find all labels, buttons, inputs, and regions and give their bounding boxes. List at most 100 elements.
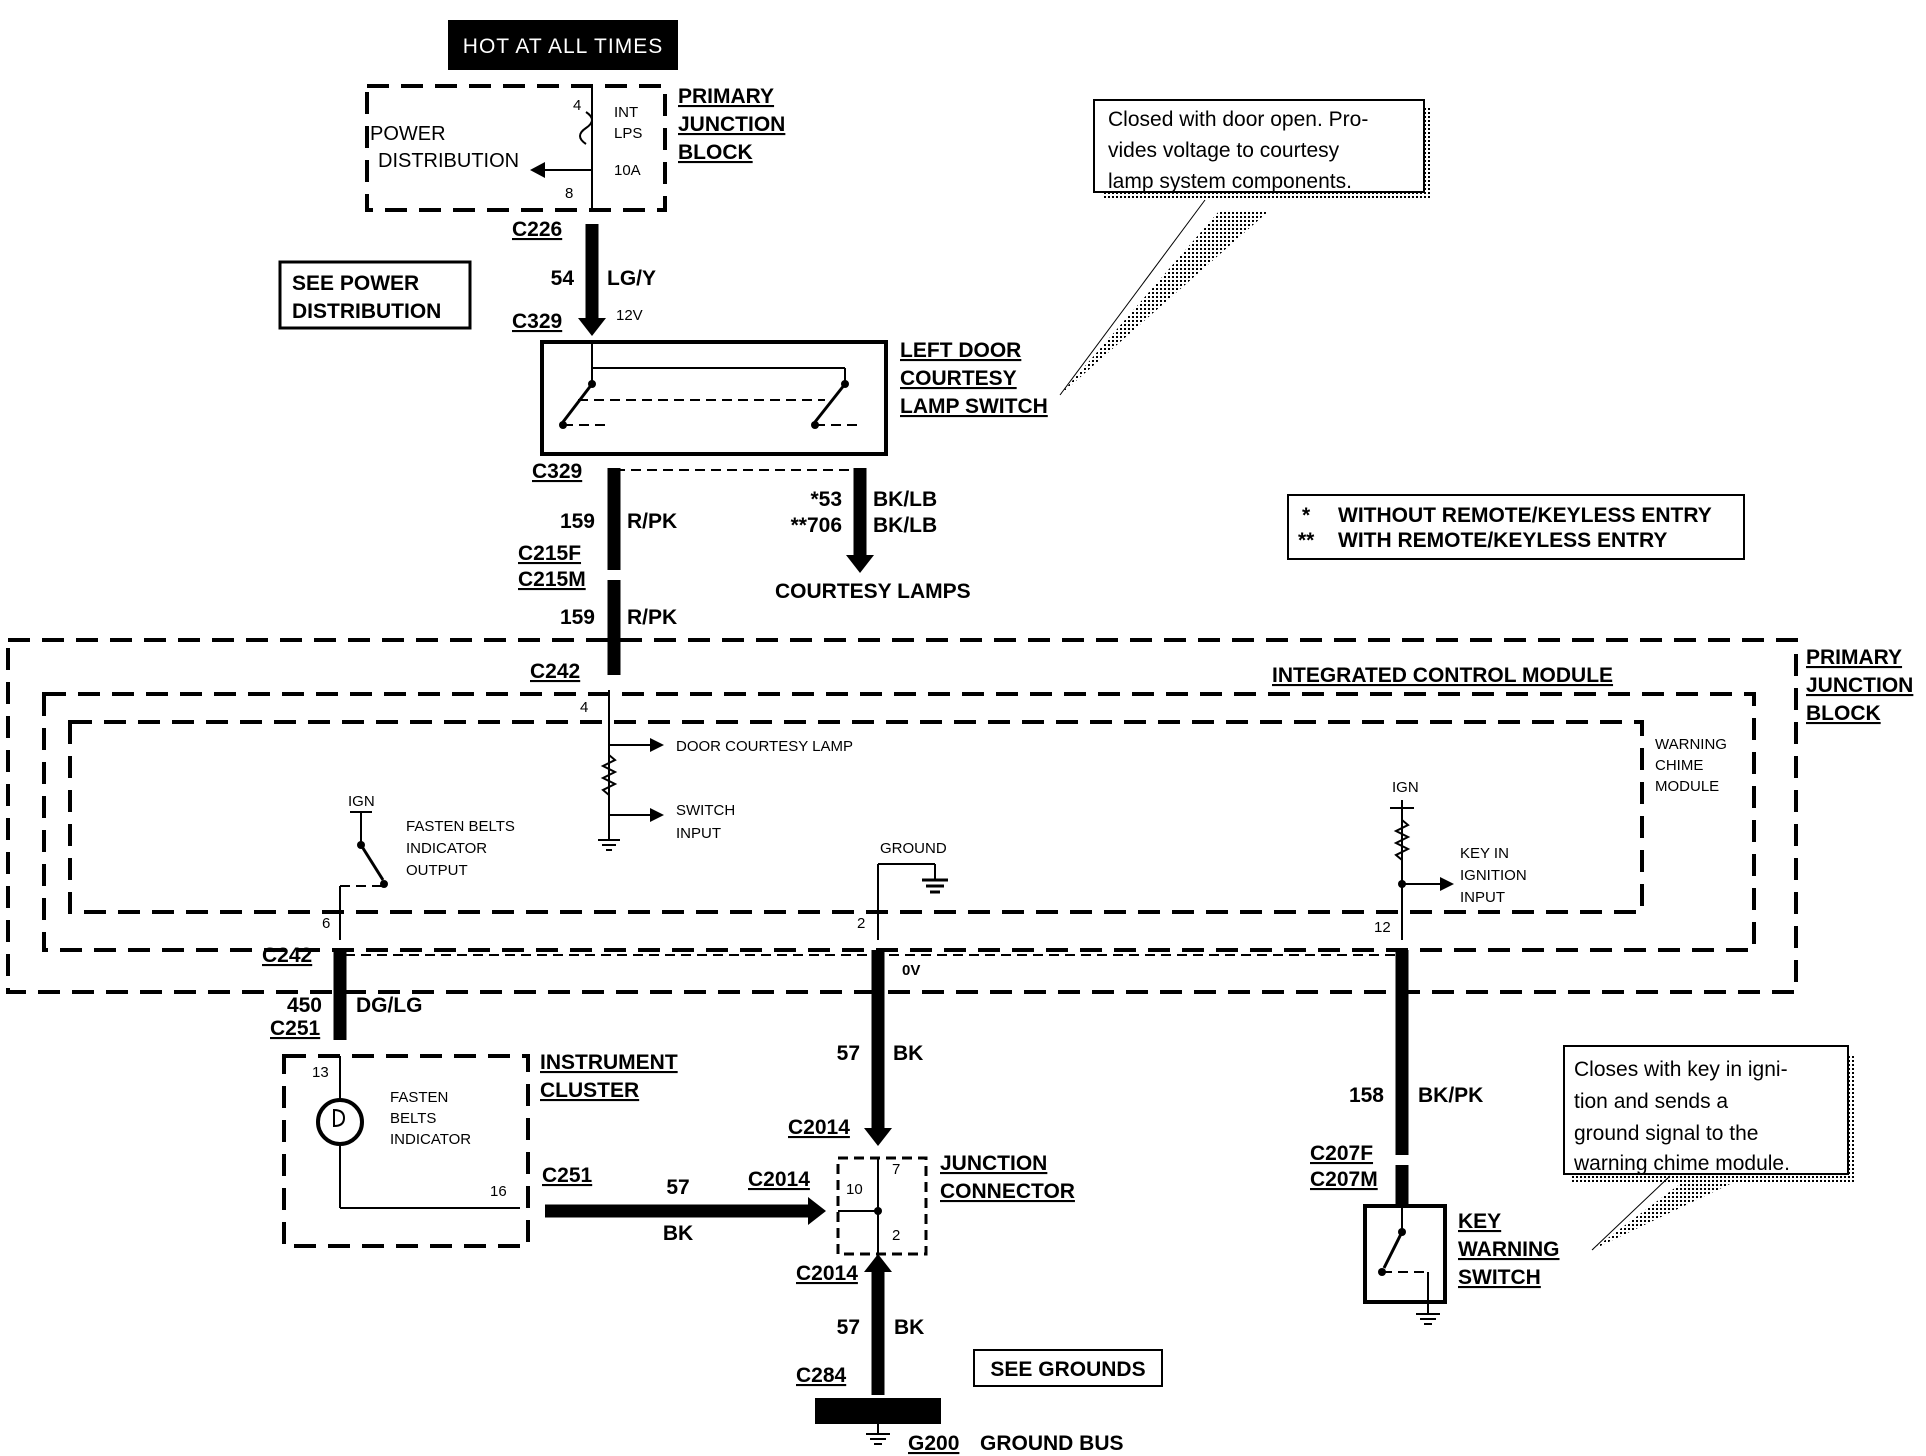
svg-text:*: *	[1302, 504, 1311, 527]
arrow-right-icon	[1440, 877, 1454, 891]
svg-text:BK: BK	[894, 1316, 924, 1339]
svg-text:4: 4	[580, 699, 588, 716]
connector-c2014-top: C2014	[788, 1116, 850, 1139]
svg-text:vides voltage to courtesy: vides voltage to courtesy	[1108, 139, 1340, 162]
svg-text:WITHOUT REMOTE/KEYLESS ENTRY: WITHOUT REMOTE/KEYLESS ENTRY	[1338, 504, 1712, 527]
svg-text:7: 7	[892, 1161, 900, 1178]
svg-text:FASTEN BELTS: FASTEN BELTS	[406, 818, 515, 835]
arrow-up-icon	[864, 1254, 892, 1272]
svg-text:158: 158	[1349, 1084, 1384, 1107]
resistor-icon	[1393, 819, 1411, 861]
svg-text:R/PK: R/PK	[627, 510, 677, 533]
svg-text:INDICATOR: INDICATOR	[406, 840, 487, 857]
connector-c207m: C207M	[1310, 1168, 1378, 1191]
svg-text:KEY IN: KEY IN	[1460, 845, 1509, 862]
svg-text:10: 10	[846, 1181, 863, 1198]
svg-text:BLOCK: BLOCK	[678, 141, 753, 164]
svg-text:R/PK: R/PK	[627, 606, 677, 629]
connector-c226: C226	[512, 218, 562, 241]
svg-text:BK: BK	[893, 1042, 923, 1065]
connector-c251-top: C251	[270, 1017, 321, 1040]
svg-text:SWITCH: SWITCH	[1458, 1266, 1541, 1289]
svg-text:tion and sends a: tion and sends a	[1574, 1090, 1728, 1113]
connector-c215m: C215M	[518, 568, 586, 591]
connector-c2014-left: C2014	[748, 1168, 810, 1191]
door-courtesy-lamp-circuit: 4 DOOR COURTESY LAMP SWITCH INPUT	[580, 690, 853, 851]
svg-text:13: 13	[312, 1064, 329, 1081]
ground-icon	[866, 1433, 890, 1445]
svg-text:4: 4	[573, 97, 581, 114]
svg-text:Closed with door open. Pro-: Closed with door open. Pro-	[1108, 108, 1368, 131]
fasten-belts-output-circuit: IGN FASTEN BELTS INDICATOR OUTPUT 6	[322, 793, 515, 940]
fuse-icon	[579, 111, 593, 145]
key-warning-switch: KEY WARNING SWITCH	[1363, 1165, 1560, 1325]
ground-icon	[598, 839, 620, 851]
svg-text:DG/LG: DG/LG	[356, 994, 423, 1017]
svg-text:MODULE: MODULE	[1655, 778, 1719, 795]
integrated-control-module-outline	[42, 692, 1756, 952]
svg-text:BK/LB: BK/LB	[873, 514, 937, 537]
svg-text:GROUND: GROUND	[880, 840, 947, 857]
see-power-distribution-box: SEE POWER DISTRIBUTION	[278, 260, 472, 330]
icm-ground-circuit: GROUND 2	[857, 840, 948, 940]
note-key-switch: Closes with key in igni- tion and sends …	[1563, 1045, 1856, 1251]
svg-text:G200: G200	[908, 1432, 959, 1455]
svg-text:*53: *53	[810, 488, 842, 511]
warning-chime-module-outline	[68, 720, 1644, 914]
svg-text:HOT AT ALL TIMES: HOT AT ALL TIMES	[463, 35, 663, 58]
svg-text:57: 57	[666, 1176, 689, 1199]
svg-text:450: 450	[287, 994, 322, 1017]
wire-54: 54 LG/Y 12V	[551, 224, 656, 336]
svg-text:BK/LB: BK/LB	[873, 488, 937, 511]
instrument-cluster-label: INSTRUMENT	[540, 1051, 678, 1074]
svg-text:INPUT: INPUT	[1460, 889, 1505, 906]
arrow-left-icon	[530, 162, 545, 178]
svg-text:CONNECTOR: CONNECTOR	[940, 1180, 1075, 1203]
svg-text:DOOR COURTESY LAMP: DOOR COURTESY LAMP	[676, 738, 853, 755]
wire-450: 450 DG/LG	[287, 950, 423, 1040]
instrument-cluster: INSTRUMENT CLUSTER 13 FASTEN BELTS INDIC…	[282, 1051, 678, 1248]
svg-text:LEFT DOOR: LEFT DOOR	[900, 339, 1021, 362]
wire-courtesy-lamps: *53 BK/LB **706 BK/LB COURTESY LAMPS	[775, 468, 971, 603]
courtesy-lamps-label: COURTESY LAMPS	[775, 580, 971, 603]
arrow-right-icon	[650, 738, 664, 752]
svg-text:12: 12	[1374, 919, 1391, 936]
svg-text:SEE POWER: SEE POWER	[292, 272, 419, 295]
wire-57-horizontal: 57 BK	[545, 1176, 826, 1245]
svg-text:8: 8	[565, 185, 573, 202]
connector-c242-top: C242	[530, 660, 580, 683]
svg-text:BLOCK: BLOCK	[1806, 702, 1881, 725]
connector-c207f: C207F	[1310, 1142, 1373, 1165]
svg-text:COURTESY: COURTESY	[900, 367, 1017, 390]
svg-text:JUNCTION: JUNCTION	[1806, 674, 1913, 697]
integrated-control-module-label: INTEGRATED CONTROL MODULE	[1272, 664, 1613, 687]
primary-junction-block-top: POWER DISTRIBUTION 4 INT LPS 10A 8 PRIMA…	[365, 84, 785, 212]
key-warning-switch-label: KEY	[1458, 1210, 1501, 1233]
svg-text:WITH REMOTE/KEYLESS ENTRY: WITH REMOTE/KEYLESS ENTRY	[1338, 529, 1667, 552]
svg-text:OUTPUT: OUTPUT	[406, 862, 468, 879]
svg-text:SWITCH: SWITCH	[676, 802, 735, 819]
svg-text:12V: 12V	[616, 307, 643, 324]
svg-text:lamp system components.: lamp system components.	[1108, 170, 1352, 193]
connector-c329-bottom: C329	[532, 460, 582, 483]
svg-text:10A: 10A	[614, 162, 641, 179]
wire-57-ground: 57 BK	[837, 1254, 924, 1395]
see-grounds-box: SEE GROUNDS	[973, 1349, 1163, 1387]
arrow-right-icon	[808, 1197, 826, 1225]
svg-text:CLUSTER: CLUSTER	[540, 1079, 639, 1102]
primary-junction-block-label-right: PRIMARY	[1806, 646, 1902, 669]
arrow-right-icon	[650, 808, 664, 822]
primary-junction-block-outline	[6, 638, 1798, 994]
arrow-down-icon	[578, 318, 606, 336]
svg-text:BK/PK: BK/PK	[1418, 1084, 1483, 1107]
svg-text:159: 159	[560, 510, 595, 533]
power-distribution-label: POWER	[370, 123, 446, 145]
connector-c215f: C215F	[518, 542, 581, 565]
svg-text:57: 57	[837, 1042, 860, 1065]
svg-text:CHIME: CHIME	[1655, 757, 1703, 774]
ground-icon	[1416, 1313, 1440, 1325]
svg-text:Closes with key in igni-: Closes with key in igni-	[1574, 1058, 1788, 1081]
connector-c329-top: C329	[512, 310, 562, 333]
wire-57-vertical: 57 BK	[837, 950, 923, 1146]
